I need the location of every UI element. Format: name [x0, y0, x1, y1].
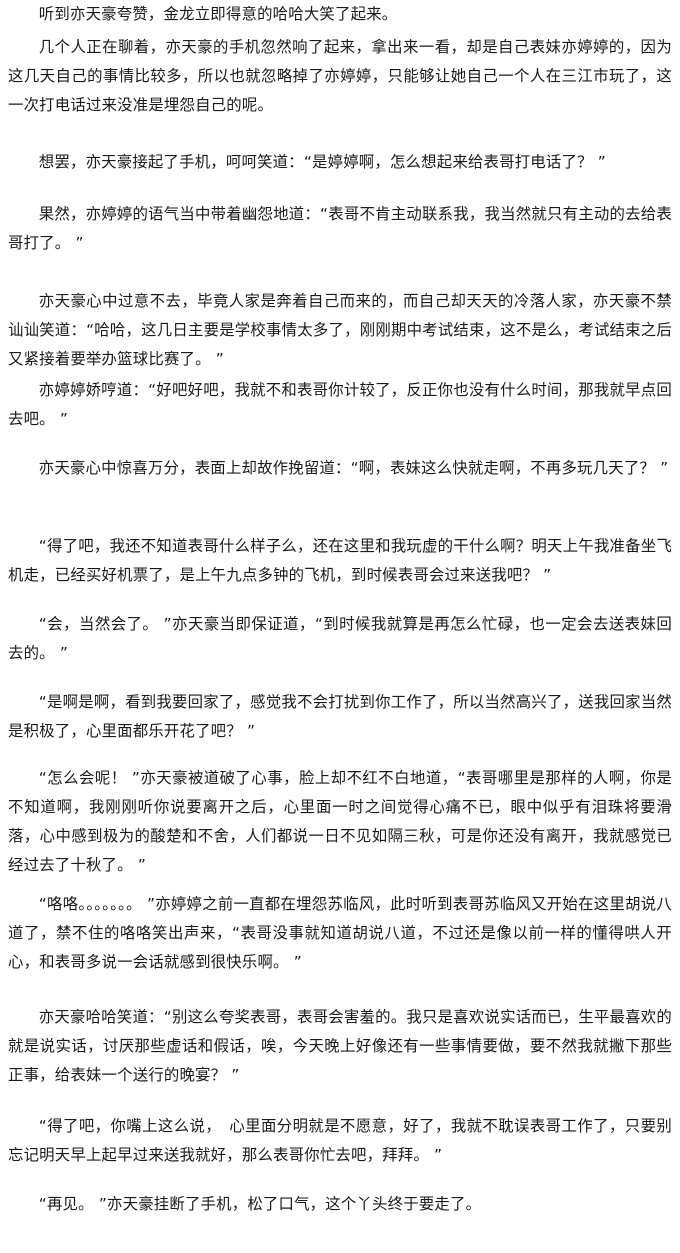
paragraph-15: “再见。 ”亦天豪挂断了手机，松了口气，这个丫头终于要走了。	[38, 1195, 482, 1213]
paragraph-13: 亦天豪哈哈笑道：“别这么夸奖表哥，表哥会害羞的。我只是喜欢说实话而已，生平最喜欢…	[8, 1008, 672, 1084]
paragraph-7: 亦天豪心中惊喜万分，表面上却故作挽留道：“啊，表妹这么快就走啊，不再多玩几天了？…	[38, 459, 669, 477]
paragraph-12: “咯咯。。。。。。。 ”亦婷婷之前一直都在埋怨苏临风，此时听到表哥苏临风又开始在…	[8, 895, 672, 971]
paragraph-14: “得了吧，你嘴上这么说， 心里面分明就是不愿意，好了，我就不耽误表哥工作了，只要…	[8, 1117, 672, 1164]
paragraph-1: 听到亦天豪夸赞，金龙立即得意的哈哈大笑了起来。	[38, 5, 398, 23]
paragraph-3: 想罢，亦天豪接起了手机，呵呵笑道：“是婷婷啊，怎么想起来给表哥打电话了？ ”	[38, 153, 606, 171]
paragraph-10: “是啊是啊，看到我要回家了，感觉我不会打扰到你工作了，所以当然高兴了，送我回家当…	[8, 693, 672, 740]
paragraph-11: “怎么会呢！ ”亦天豪被道破了心事，脸上却不红不白地道，“表哥哪里是那样的人啊，…	[8, 769, 672, 874]
paragraph-4: 果然，亦婷婷的语气当中带着幽怨地道：“表哥不肯主动联系我，我当然就只有主动的去给…	[8, 205, 672, 252]
paragraph-5: 亦天豪心中过意不去，毕竟人家是奔着自己而来的，而自己却天天的冷落人家，亦天豪不禁…	[8, 292, 672, 368]
paragraph-2: 几个人正在聊着，亦天豪的手机忽然响了起来，拿出来一看，却是自己表妹亦婷婷的，因为…	[8, 38, 672, 114]
paragraph-8: “得了吧，我还不知道表哥什么样子么，还在这里和我玩虚的干什么啊？明天上午我准备坐…	[8, 537, 672, 584]
paragraph-6: 亦婷婷娇哼道：“好吧好吧，我就不和表哥你计较了，反正你也没有什么时间，那我就早点…	[8, 381, 672, 428]
paragraph-9: “会，当然会了。 ”亦天豪当即保证道，“到时候我就算是再怎么忙碌，也一定会去送表…	[8, 615, 672, 662]
